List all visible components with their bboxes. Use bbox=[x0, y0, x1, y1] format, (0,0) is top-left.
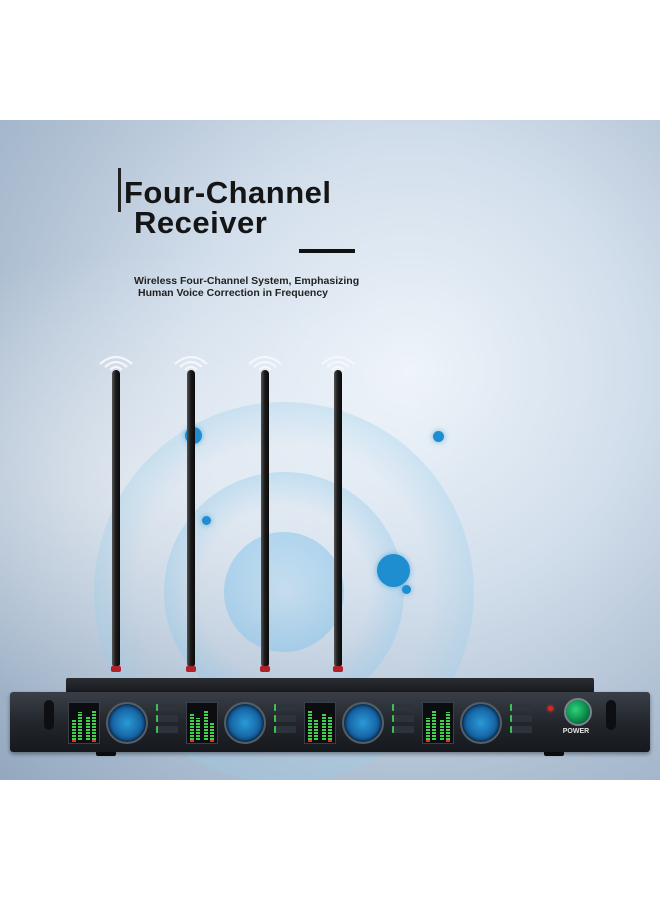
antenna-1 bbox=[111, 370, 121, 680]
channel-button[interactable] bbox=[510, 704, 532, 711]
receiver-front-panel: POWER bbox=[10, 692, 650, 752]
channel-button[interactable] bbox=[392, 726, 414, 733]
wifi-signal-icon bbox=[248, 355, 282, 371]
signal-dot bbox=[433, 431, 444, 442]
signal-ripple-inner bbox=[224, 532, 344, 652]
title-underline bbox=[299, 249, 355, 253]
channel-module-3 bbox=[304, 702, 414, 744]
product-banner: Four-Channel Receiver Wireless Four-Chan… bbox=[0, 120, 660, 780]
channel-display bbox=[106, 702, 148, 744]
channel-button-group bbox=[392, 704, 414, 740]
channel-button[interactable] bbox=[274, 704, 296, 711]
channel-module-2 bbox=[186, 702, 296, 744]
channel-button[interactable] bbox=[392, 704, 414, 711]
background-haze bbox=[0, 120, 660, 780]
subtitle-line-2: Human Voice Correction in Frequency bbox=[138, 286, 329, 299]
channel-button-group bbox=[274, 704, 296, 740]
rack-ear-left bbox=[44, 700, 54, 730]
wifi-signal-icon bbox=[321, 355, 355, 371]
power-control: POWER bbox=[548, 698, 594, 748]
channel-button-group bbox=[156, 704, 178, 740]
title-line-2: Receiver bbox=[134, 205, 268, 240]
antenna-3 bbox=[260, 370, 270, 680]
channel-button-group bbox=[510, 704, 532, 740]
channel-button[interactable] bbox=[156, 704, 178, 711]
channel-module-4 bbox=[422, 702, 532, 744]
channel-display bbox=[342, 702, 384, 744]
channel-button[interactable] bbox=[392, 715, 414, 722]
page-title: Four-Channel Receiver bbox=[124, 175, 332, 240]
power-indicator-led bbox=[548, 706, 553, 711]
wifi-signal-icon bbox=[99, 355, 133, 371]
antenna-4 bbox=[333, 370, 343, 680]
channel-module-1 bbox=[68, 702, 178, 744]
level-meter bbox=[422, 702, 454, 744]
subtitle-line-1: Wireless Four-Channel System, Emphasizin… bbox=[134, 275, 360, 287]
signal-dot bbox=[377, 554, 410, 587]
page-subtitle: Wireless Four-Channel System, Emphasizin… bbox=[134, 275, 360, 299]
signal-dot bbox=[202, 516, 211, 525]
rack-foot bbox=[96, 752, 116, 756]
title-accent-bar bbox=[118, 168, 121, 212]
channel-button[interactable] bbox=[274, 726, 296, 733]
channel-button[interactable] bbox=[156, 715, 178, 722]
receiver-top-cover bbox=[66, 678, 594, 692]
wifi-signal-icon bbox=[174, 355, 208, 371]
channel-button[interactable] bbox=[274, 715, 296, 722]
level-meter bbox=[68, 702, 100, 744]
channel-button[interactable] bbox=[510, 715, 532, 722]
channel-button[interactable] bbox=[510, 726, 532, 733]
level-meter bbox=[186, 702, 218, 744]
receiver-unit: POWER bbox=[10, 678, 650, 766]
antenna-2 bbox=[186, 370, 196, 680]
channel-display bbox=[224, 702, 266, 744]
power-button[interactable] bbox=[564, 698, 592, 726]
channel-button[interactable] bbox=[156, 726, 178, 733]
rack-ear-right bbox=[606, 700, 616, 730]
rack-foot bbox=[544, 752, 564, 756]
title-line-1: Four-Channel bbox=[124, 175, 332, 210]
channel-display bbox=[460, 702, 502, 744]
level-meter bbox=[304, 702, 336, 744]
power-label: POWER bbox=[562, 728, 590, 735]
signal-dot bbox=[402, 585, 411, 594]
